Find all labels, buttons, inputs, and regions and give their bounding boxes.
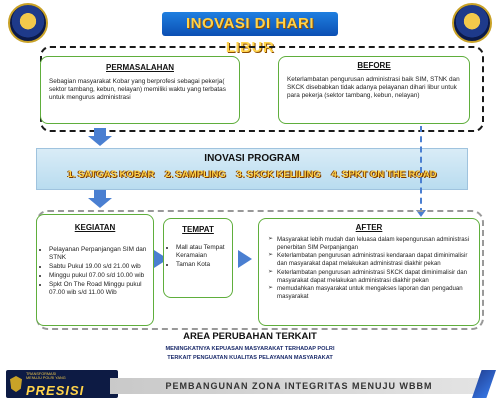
list-item: Masyarakat lebih mudah dan leluasa dalam… (268, 236, 473, 251)
tempat-list: Mall atau Tempat Keramaian Taman Kota (164, 244, 232, 269)
arrow-stem-2 (94, 190, 106, 198)
presisi-wordmark: PRESISI (26, 383, 85, 398)
tempat-title: TEMPAT (182, 225, 214, 234)
down-arrow-icon (88, 198, 112, 208)
after-title: AFTER (355, 223, 383, 232)
area-line-2: TERKAIT PENGUATAN KUALITAS PELAYANAN MAS… (167, 355, 333, 361)
area-line-1: MENINGKATNYA KEPUASAN MASYARAKAT TERHADA… (165, 346, 335, 352)
permasalahan-text: Sebagian masyarakat Kobar yang berprofes… (49, 78, 226, 101)
permasalahan-title: PERMASALAHAN (106, 63, 174, 72)
list-item: Spkt On The Road Minggu pukul 07.00 wib … (49, 281, 153, 297)
program-item: 4. SPKT ON THE ROAD (331, 169, 437, 180)
list-item: Minggu pukul 07.00 s/d 10.00 wib (49, 272, 153, 280)
kegiatan-list: Pelayanan Perpanjangan SIM dan STNK Sabt… (37, 246, 153, 297)
kegiatan-title: KEGIATAN (74, 223, 116, 232)
right-arrow-icon (238, 250, 252, 268)
area-title: AREA PERUBAHAN TERKAIT (183, 331, 317, 342)
program-item: 3. SKCK KELILING (236, 169, 321, 180)
before-text: Keterlambatan pengurusan administrasi ba… (287, 76, 460, 99)
arrow-stem-1 (94, 128, 106, 136)
program-items: 1. SATGAS KOBAR 2. SAMPLING 3. SKCK KELI… (37, 169, 467, 180)
footer-bar: PEMBANGUNAN ZONA INTEGRITAS MENUJU WBBM (110, 378, 488, 394)
dashed-connector (420, 126, 422, 214)
program-item: 2. SAMPLING (165, 169, 226, 180)
page-title: INOVASI DI HARI LIBUR (162, 12, 338, 56)
police-badge-right-icon (452, 3, 492, 43)
small-down-arrow-icon (416, 210, 426, 217)
before-title: BEFORE (357, 61, 391, 70)
list-item: Keterlambatan pengurusan administrasi ke… (268, 252, 473, 267)
police-badge-left-icon (8, 3, 48, 43)
list-item: Sabtu Pukul 19.00 s/d 21.00 wib (49, 263, 153, 271)
program-item: 1. SATGAS KOBAR (67, 169, 155, 180)
list-item: Pelayanan Perpanjangan SIM dan STNK (49, 246, 153, 262)
down-arrow-icon (88, 136, 112, 146)
before-box: BEFORE Keterlambatan pengurusan administ… (278, 56, 470, 124)
permasalahan-box: PERMASALAHAN Sebagian masyarakat Kobar y… (40, 56, 240, 124)
program-title: INOVASI PROGRAM (204, 153, 300, 164)
program-banner: INOVASI PROGRAM 1. SATGAS KOBAR 2. SAMPL… (36, 148, 468, 190)
list-item: Mall atau Tempat Keramaian (176, 244, 232, 260)
list-item: Keterlambatan pengurusan administrasi SK… (268, 269, 473, 284)
after-list: Masyarakat lebih mudah dan leluasa dalam… (267, 236, 473, 301)
kegiatan-box: KEGIATAN Pelayanan Perpanjangan SIM dan … (36, 214, 154, 326)
list-item: Taman Kota (176, 261, 232, 269)
list-item: memudahkan masyarakat untuk mengakses la… (268, 285, 473, 300)
tempat-box: TEMPAT Mall atau Tempat Keramaian Taman … (163, 218, 233, 298)
presisi-logo (6, 370, 118, 398)
presisi-tagline: TRANSFORMASI MENUJU POLRI YANG (26, 372, 66, 381)
shield-icon (10, 376, 22, 392)
after-box: AFTER Masyarakat lebih mudah dan leluasa… (258, 218, 480, 326)
